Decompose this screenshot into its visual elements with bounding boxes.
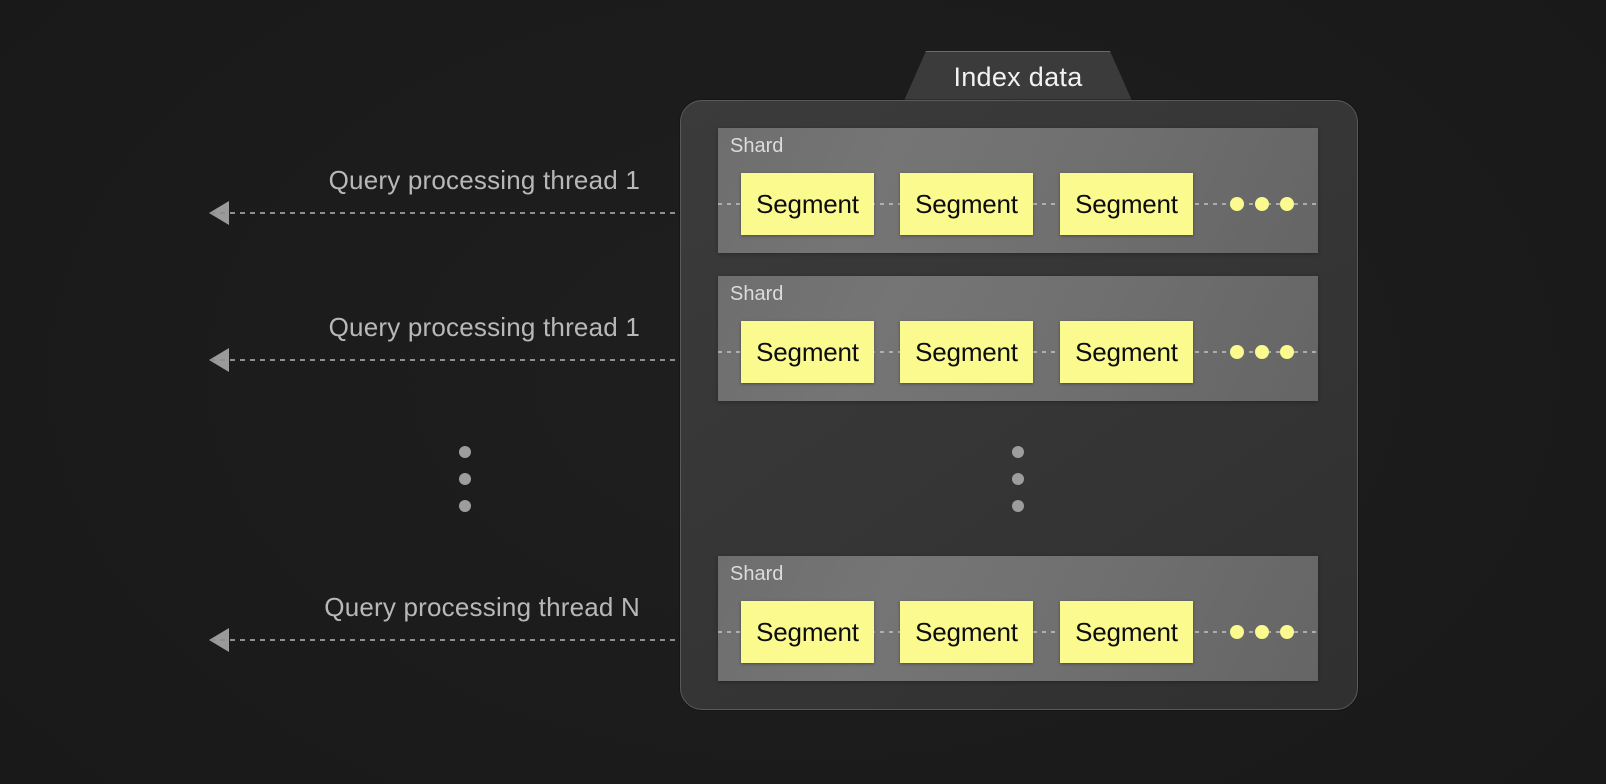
thread-label-2: Query processing thread 1 [328, 312, 640, 342]
shard-label-1: Shard [730, 135, 784, 157]
segment-2-3: Segment [1060, 321, 1193, 383]
segment-3-3: Segment [1060, 601, 1193, 663]
thread-label-3: Query processing thread N [324, 592, 640, 622]
ellipsis-dot [459, 446, 471, 458]
segment-ellipsis-dot [1230, 625, 1244, 639]
segment-3-2: Segment [900, 601, 1033, 663]
segment-ellipsis-dot [1280, 345, 1294, 359]
shard-1: Shard Segment Segment Segment [718, 128, 1318, 253]
left-vertical-ellipsis [459, 446, 471, 512]
segment-1-1: Segment [741, 173, 874, 235]
segment-1-2: Segment [900, 173, 1033, 235]
shard-label-3: Shard [730, 563, 784, 585]
ellipsis-dot [1012, 473, 1024, 485]
segment-ellipsis-dot [1280, 625, 1294, 639]
segment-label: Segment [915, 616, 1018, 647]
segment-ellipsis-dot [1230, 197, 1244, 211]
index-data-tab: Index data [903, 51, 1133, 103]
segment-ellipsis-dot [1255, 625, 1269, 639]
segment-label: Segment [915, 336, 1018, 367]
segment-label: Segment [756, 336, 859, 367]
ellipsis-dot [1012, 446, 1024, 458]
thread-label-1: Query processing thread 1 [328, 165, 640, 195]
ellipsis-dot [459, 500, 471, 512]
segment-3-1: Segment [741, 601, 874, 663]
thread-arrow-line-2 [210, 359, 750, 361]
segment-label: Segment [756, 616, 859, 647]
shard-1-ellipsis [1230, 197, 1294, 211]
segment-1-3: Segment [1060, 173, 1193, 235]
segment-2-2: Segment [900, 321, 1033, 383]
panel-vertical-ellipsis [1012, 446, 1024, 512]
thread-arrow-line-1 [210, 212, 750, 214]
segment-label: Segment [915, 188, 1018, 219]
thread-arrow-line-3 [210, 639, 750, 641]
ellipsis-dot [459, 473, 471, 485]
segment-label: Segment [1075, 188, 1178, 219]
segment-2-1: Segment [741, 321, 874, 383]
index-data-title: Index data [953, 62, 1083, 92]
ellipsis-dot [1012, 500, 1024, 512]
shard-3: Shard Segment Segment Segment [718, 556, 1318, 681]
segment-label: Segment [1075, 336, 1178, 367]
shard-label-2: Shard [730, 283, 784, 305]
shard-2-ellipsis [1230, 345, 1294, 359]
segment-ellipsis-dot [1280, 197, 1294, 211]
segment-ellipsis-dot [1230, 345, 1244, 359]
segment-label: Segment [1075, 616, 1178, 647]
segment-ellipsis-dot [1255, 345, 1269, 359]
shard-2: Shard Segment Segment Segment [718, 276, 1318, 401]
segment-label: Segment [756, 188, 859, 219]
shard-3-ellipsis [1230, 625, 1294, 639]
segment-ellipsis-dot [1255, 197, 1269, 211]
